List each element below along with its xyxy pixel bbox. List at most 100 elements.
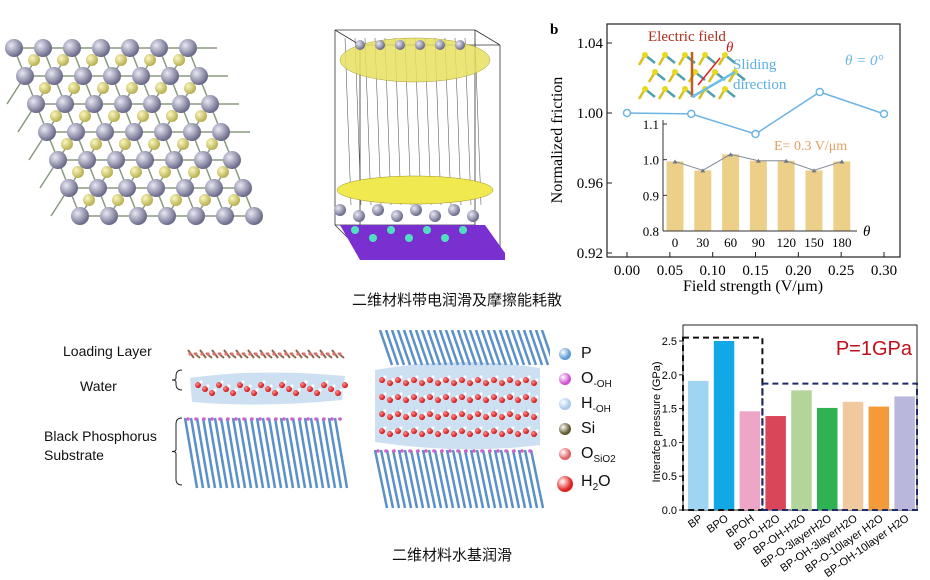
oh-oxygen [202,417,206,421]
water-oxygen [475,411,481,417]
water-hydrogen [479,375,483,379]
loading-bp-chain [420,330,436,366]
oh-oxygen [274,417,278,421]
water-oxygen [467,414,473,420]
metal-atom [172,95,190,113]
water-oxygen [202,386,208,392]
metal-atom [118,179,136,197]
metal-atom [183,123,201,141]
water-oxygen [435,397,441,403]
inset-x-tick-label: 180 [832,235,852,250]
oh-oxygen [496,449,500,453]
loading-atom [206,352,210,356]
oh-oxygen [488,449,492,453]
oh-oxygen [290,417,294,421]
atom [467,210,479,222]
sulfur-atom [195,110,207,122]
sulfur-atom [159,166,171,178]
bar [868,406,890,510]
water-oxygen [387,397,393,403]
sulfur-atom [83,194,95,206]
water-oxygen [427,428,433,434]
series-label: θ = 0° [845,53,884,69]
loading-atom [296,352,300,356]
water-oxygen [475,428,481,434]
metal-atom [71,207,89,225]
water-oxygen [335,390,341,396]
substrate-left [183,417,349,489]
metal-atom [85,95,103,113]
water-oxygen [307,386,313,392]
density-spot [369,234,377,242]
water-oxygen [403,431,409,437]
x-tick-label: 0.00 [614,263,640,279]
phosphorus-chain [195,417,211,489]
sulfur-atom [57,54,69,66]
water-oxygen [475,377,481,383]
water-hydrogen [283,380,287,384]
sulfur-atom [173,54,185,66]
water-hydrogen [290,384,294,388]
water-hydrogen [479,426,483,430]
metal-atom [67,123,85,141]
oh-oxygen [234,417,238,421]
metal-atom [89,179,107,197]
water-hydrogen [431,409,435,413]
phosphorus-chain [213,417,229,489]
loading-bp-chain [426,330,442,366]
phosphorus-chain [499,449,515,509]
inset-marker [728,152,734,157]
phosphorus-chain [309,417,325,489]
water-hydrogen [479,392,483,396]
top-caption: 二维材料带电润滑及摩擦能耗散 [352,291,563,309]
inset-structure [637,52,746,100]
water-hydrogen [234,388,238,392]
water-oxygen [483,431,489,437]
atom [410,204,422,216]
water-molecule-icon [557,476,573,492]
sulfur-atom [39,82,51,94]
water-oxygen [419,431,425,437]
loading-bp-chain [528,330,544,366]
water-oxygen [523,411,529,417]
inset-marker [811,168,817,173]
legend-label: P [581,345,592,363]
phosphorus-chain [303,417,319,489]
metal-atom [179,39,197,57]
x-tick-label: BP [686,513,705,531]
metal-atom [107,151,125,169]
metal-atom [216,207,234,225]
inset-bar [833,161,851,231]
phosphorus-chain [451,449,467,509]
water-oxygen [523,428,529,434]
water-oxygen [459,428,465,434]
water-oxygen [459,394,465,400]
phosphorus-chain [315,417,331,489]
phosphorus-chain [267,417,283,489]
phosphorus-chain [475,449,491,509]
oh-oxygen [512,449,516,453]
water-hydrogen [527,409,531,413]
water-oxygen [427,377,433,383]
water-oxygen [251,390,257,396]
water-hydrogen [241,380,245,384]
loading-atom [320,352,324,356]
legend-label: OSiO2 [581,445,616,465]
sulfur-atom [166,110,178,122]
oh-oxygen [250,417,254,421]
sulfur-atom [144,54,156,66]
water-hydrogen [227,384,231,388]
water-hydrogen [407,429,411,433]
y-tick-label: 0.5 [662,471,677,483]
water-hydrogen [415,375,419,379]
water-oxygen [216,382,222,388]
density-spot [423,226,431,234]
loading-atom [218,352,222,356]
inset-y-tick-label: 0.8 [643,224,659,239]
water-hydrogen [471,395,475,399]
oh-oxygen [392,449,396,453]
bar [765,416,786,510]
water-hydrogen [519,412,523,416]
data-point [815,87,824,97]
